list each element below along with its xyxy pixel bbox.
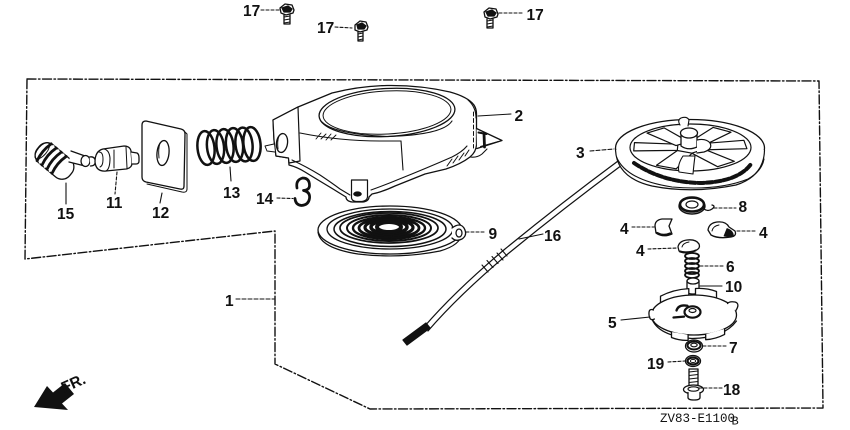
svg-text:4: 4 (759, 225, 768, 242)
svg-text:17: 17 (317, 20, 334, 37)
svg-text:5: 5 (608, 315, 617, 332)
svg-text:1: 1 (225, 293, 234, 310)
svg-text:2: 2 (515, 108, 524, 125)
svg-text:14: 14 (256, 191, 274, 208)
svg-text:19: 19 (647, 356, 665, 373)
svg-text:6: 6 (726, 259, 735, 276)
svg-text:8: 8 (739, 199, 748, 216)
svg-text:B: B (732, 415, 739, 426)
svg-text:ZV83-E1100: ZV83-E1100 (660, 412, 735, 425)
svg-text:9: 9 (489, 226, 498, 243)
svg-text:18: 18 (723, 382, 741, 399)
svg-text:17: 17 (243, 3, 260, 20)
svg-text:16: 16 (544, 228, 562, 245)
svg-text:7: 7 (729, 340, 738, 357)
svg-text:17: 17 (527, 7, 544, 24)
svg-text:11: 11 (106, 195, 123, 212)
svg-text:4: 4 (620, 221, 629, 238)
svg-text:3: 3 (576, 145, 585, 162)
svg-text:10: 10 (725, 279, 742, 296)
svg-text:13: 13 (223, 185, 241, 202)
svg-text:4: 4 (636, 243, 645, 260)
svg-text:15: 15 (57, 206, 75, 223)
svg-text:12: 12 (152, 205, 169, 222)
